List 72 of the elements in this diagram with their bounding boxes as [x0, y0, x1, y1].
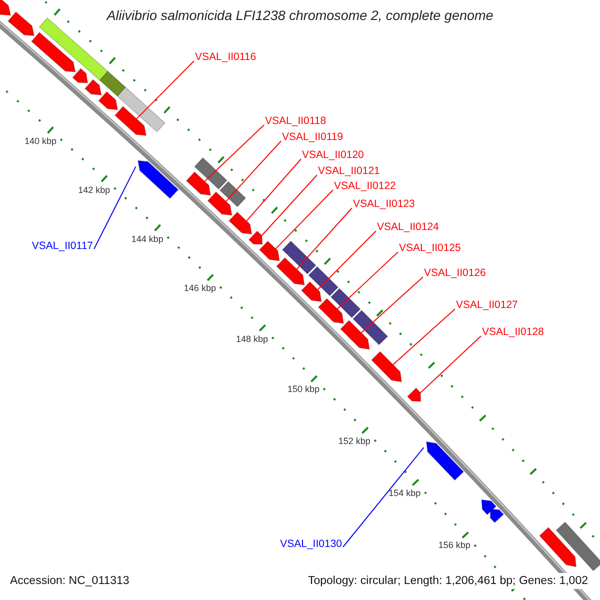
leader-line: [261, 174, 318, 236]
scale-label: 152 kbp: [338, 436, 370, 446]
scale-label: 142 kbp: [78, 184, 110, 195]
feature-block: [194, 157, 228, 190]
feature-block: [282, 240, 317, 275]
scale-label: 140 kbp: [24, 136, 56, 146]
gene-marker: [114, 106, 147, 136]
gene-marker: [98, 91, 118, 110]
leader-line: [246, 158, 302, 222]
gene-marker: [300, 281, 322, 302]
gene-label: VSAL_II0121: [318, 165, 380, 177]
gene-label: VSAL_II0125: [399, 242, 461, 254]
leader-line: [360, 276, 424, 334]
gene-marker: [0, 0, 12, 16]
gene-label: VSAL_II0120: [302, 149, 364, 161]
feature-block: [99, 70, 126, 97]
feature-block: [116, 86, 166, 132]
gene-marker: [481, 499, 497, 516]
gene-marker: [248, 230, 263, 245]
gene-marker: [370, 350, 402, 382]
gene-marker: [137, 160, 179, 200]
gene-label: VSAL_II0123: [353, 198, 415, 210]
gene-marker: [426, 441, 464, 481]
scale-label: 146 kbp: [184, 283, 216, 294]
gene-label: VSAL_II0127: [456, 299, 518, 311]
gene-marker: [340, 320, 370, 350]
leader-line: [226, 140, 282, 202]
leader-line: [336, 252, 398, 310]
gene-marker: [7, 11, 35, 36]
gene-label: VSAL_II0116: [195, 51, 256, 63]
gene-label: VSAL_II0118: [265, 115, 326, 127]
gene-marker: [30, 32, 76, 72]
leader-line: [136, 60, 194, 120]
scale-label: 148 kbp: [236, 334, 268, 344]
leader-line: [420, 336, 482, 394]
feature-block: [330, 288, 361, 318]
gene-marker: [207, 191, 232, 216]
gene-marker: [84, 78, 102, 96]
scale-label: 150 kbp: [287, 384, 320, 394]
gene-label: VSAL_II0117: [32, 240, 93, 252]
gene-marker: [186, 171, 212, 196]
scale-label: 144 kbp: [131, 234, 164, 244]
scale-label: 154 kbp: [388, 488, 421, 498]
gene-label: VSAL_II0128: [482, 326, 544, 338]
gene-marker: [228, 211, 252, 235]
feature-block: [219, 180, 246, 208]
feature-block: [352, 310, 388, 346]
accession-text: Accession: NC_011313: [8, 573, 132, 589]
gene-label: VSAL_II0124: [377, 221, 439, 233]
gene-label: VSAL_II0130: [280, 538, 342, 550]
gene-marker: [258, 240, 280, 262]
gene-marker: [490, 508, 504, 524]
leader-line: [275, 190, 334, 250]
leader-line: [342, 447, 424, 548]
gene-marker: [72, 68, 88, 84]
gene-marker: [276, 257, 305, 286]
feature-block: [556, 521, 600, 572]
genome-info-text: Topology: circular; Length: 1,206,461 bp; Genes: 1,002: [306, 573, 590, 589]
feature-block: [308, 266, 339, 296]
chart-title: Aliivibrio salmonicida LFI1238 chromosome 2, complete genome: [105, 8, 494, 23]
leader-line: [94, 166, 136, 250]
gene-label: VSAL_II0126: [424, 267, 486, 279]
scale-label: 156 kbp: [438, 540, 470, 550]
leader-line: [317, 230, 376, 290]
leader-line: [392, 308, 456, 366]
leader-line: [204, 124, 264, 182]
gene-marker: [318, 298, 344, 324]
leader-line: [296, 208, 352, 270]
gene-marker: [406, 387, 422, 402]
gene-label: VSAL_II0119: [282, 131, 344, 143]
gene-label: VSAL_II0122: [334, 180, 396, 192]
gene-marker: [538, 526, 577, 568]
